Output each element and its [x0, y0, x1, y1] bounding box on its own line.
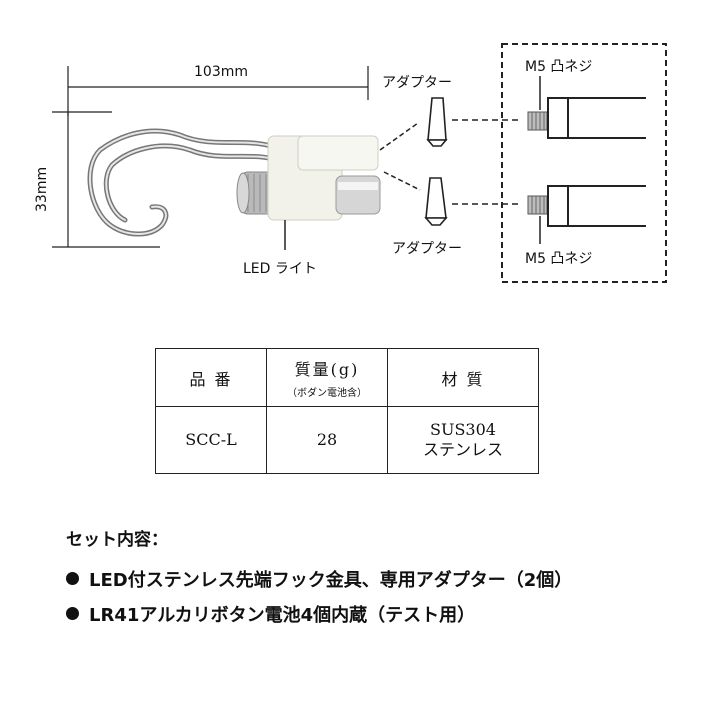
width-dimension-label: 103mm — [194, 64, 248, 80]
stainless-hook — [87, 128, 285, 237]
list-item: LED付ステンレス先端フック金具、専用アダプター（2個） — [66, 566, 572, 592]
pole-top — [527, 97, 646, 139]
product-diagram — [52, 43, 667, 283]
header-material: 材 質 — [387, 348, 539, 407]
header-product: 品 番 — [155, 348, 267, 407]
pole-bottom — [527, 185, 646, 227]
led-light — [236, 135, 381, 221]
adapter-top — [426, 97, 448, 147]
spec-table: 品 番 質量(g) （ボダン電池含） 材 質 SCC-L 28 SUS304 ス… — [155, 348, 539, 474]
set-contents-title: セット内容： — [66, 530, 168, 550]
list-item: LR41アルカリボタン電池4個内蔵（テスト用） — [66, 601, 475, 627]
screw-bottom-label: M5 凸ネジ — [525, 251, 593, 267]
screw-top-label: M5 凸ネジ — [525, 59, 593, 75]
cell-weight: 28 — [266, 406, 388, 474]
height-dimension-label: 33mm — [34, 166, 50, 212]
cell-product: SCC-L — [155, 406, 267, 474]
adapter-top-label: アダプター — [382, 75, 452, 91]
bullet-icon — [66, 607, 79, 620]
led-light-label: LED ライト — [243, 261, 317, 277]
bullet-icon — [66, 572, 79, 585]
pole-box — [501, 43, 667, 283]
cell-material: SUS304 ステンレス — [387, 406, 539, 474]
header-weight: 質量(g) （ボダン電池含） — [266, 348, 388, 407]
adapter-bottom — [424, 177, 448, 226]
height-dimension — [52, 111, 160, 248]
adapter-bottom-label: アダプター — [392, 241, 462, 257]
width-dimension — [67, 66, 369, 116]
